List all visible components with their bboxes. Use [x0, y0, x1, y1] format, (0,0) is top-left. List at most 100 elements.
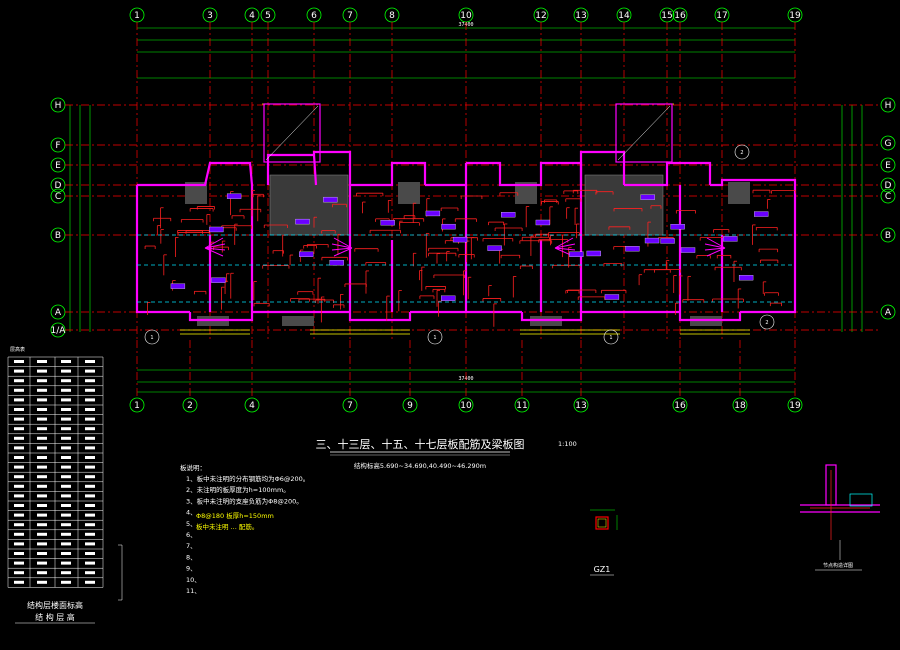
bottom-axis-bubble: 1	[129, 397, 145, 413]
top-axis-bubble: 16	[672, 7, 688, 23]
right-axis-bubble-label: D	[885, 181, 892, 191]
top-axis-bubble-label: 5	[265, 11, 271, 21]
bottom-axis-bubble-label: 9	[407, 401, 413, 411]
left-axis-bubble-label: D	[55, 181, 62, 191]
bottom-axis-bubble-label: 10	[460, 401, 472, 411]
right-axis-bubble-label: E	[885, 161, 891, 171]
bottom-axis-bubble: 7	[342, 397, 358, 413]
top-axis-bubble-label: 12	[535, 11, 546, 21]
svg-text:2: 2	[765, 320, 768, 326]
floor-height-table: 层高表 结构层楼面标高 结 构 层 高	[7, 346, 104, 624]
node-label: 节点构造详图	[823, 562, 853, 569]
drawing-title: 三、十三层、十五、十七层板配筋及梁板图	[316, 437, 525, 451]
right-axis-bubble: H	[880, 97, 896, 113]
bottom-axis-bubble: 16	[672, 397, 688, 413]
bottom-axis-bubble-label: 1	[134, 401, 140, 411]
notes-title: 板说明：	[180, 463, 206, 472]
top-axis-bubble-label: 16	[674, 11, 686, 21]
right-axis-bubble-label: B	[885, 231, 891, 241]
note-line-highlight: 板中未注明 ... 配筋。	[196, 522, 258, 531]
note-line: 3、板中未注明的支座负筋为Φ8@200。	[186, 496, 303, 505]
left-axis-bubble-label: E	[55, 161, 61, 171]
bottom-axis-bubble-label: 18	[734, 401, 746, 411]
left-axis-bubble-label: C	[55, 192, 61, 202]
note-line: 10、	[186, 576, 201, 584]
table-footer-1: 结构层楼面标高	[27, 600, 83, 610]
gz1-label: GZ1	[594, 565, 611, 574]
drawing-subtitle: 结构标高5.690~34.690,40.490~46.290m	[354, 461, 486, 470]
note-line: 5、	[186, 520, 197, 528]
top-axis-bubble: 10	[458, 7, 474, 23]
drawing-scale: 1:100	[558, 440, 577, 448]
note-line: 9、	[186, 565, 197, 573]
svg-text:1: 1	[150, 335, 153, 341]
note-line: 4、	[186, 509, 197, 517]
balconies-top	[263, 103, 673, 163]
bottom-axis-bubbles: 1 2 4 7 9 10 11 13 16 18 19	[129, 397, 803, 413]
note-line: 2、未注明的板厚度为h=100mm。	[186, 485, 290, 494]
bottom-axis-bubble-label: 11	[516, 401, 527, 411]
right-axis-bubble: D	[880, 177, 896, 193]
bottom-axis-bubble-label: 2	[187, 401, 193, 411]
svg-text:2: 2	[740, 150, 743, 156]
table-title: 层高表	[10, 346, 25, 353]
bottom-axis-bubble-label: 16	[674, 401, 686, 411]
right-axis-bubble: E	[880, 157, 896, 173]
top-axis-bubble-label: 17	[716, 11, 727, 21]
top-axis-bubble-label: 10	[460, 11, 472, 21]
top-axis-bubble-label: 13	[575, 11, 586, 21]
right-axis-bubble-label: H	[885, 101, 892, 111]
top-axis-bubble: 15	[659, 7, 675, 23]
callout-labels: 1 1 1 2 2	[150, 150, 768, 341]
balcony-diagonals	[265, 105, 671, 161]
bottom-axis-bubble: 4	[244, 397, 260, 413]
left-dimension-lines	[69, 105, 91, 332]
stair-fans	[204, 237, 726, 257]
bottom-axis-bubble: 13	[573, 397, 589, 413]
top-axis-bubble-label: 4	[249, 11, 255, 21]
note-line: 7、	[186, 542, 197, 550]
top-axis-bubble-label: 15	[661, 11, 672, 21]
left-axis-bubble-label: F	[55, 141, 60, 151]
floor-plan: 1 1 1 2 2	[135, 103, 797, 345]
top-axis-bubble-label: 3	[207, 11, 213, 21]
bottom-axis-bubble: 11	[514, 397, 530, 413]
top-axis-bubble-label: 14	[618, 11, 630, 21]
right-axis-bubble: G	[880, 135, 896, 151]
hatched-stair-core-left	[269, 174, 349, 236]
slab-rebars	[144, 189, 796, 327]
notes-block: 板说明： 1、板中未注明的分布钢筋均为Φ6@200。 2、未注明的板厚度为h=10…	[180, 463, 309, 595]
bottom-axis-bubble: 2	[182, 397, 198, 413]
left-axis-bubble-label: A	[55, 308, 62, 318]
node-detail: 节点构造详图	[800, 464, 880, 571]
top-axis-bubble-label: 8	[389, 11, 395, 21]
svg-text:1: 1	[609, 335, 612, 341]
top-axis-bubble-label: 1	[134, 11, 140, 21]
right-axis-bubble: B	[880, 227, 896, 243]
note-line: 6、	[186, 531, 197, 539]
beam-lines	[137, 234, 795, 303]
table-footer-2: 结 构 层 高	[35, 612, 75, 622]
bottom-axis-bubble: 9	[402, 397, 418, 413]
right-axis-bubble-label: C	[885, 192, 891, 202]
right-axis-bubble-label: A	[885, 308, 892, 318]
bottom-axis-bubble: 10	[458, 397, 474, 413]
left-axis-bubble-label: 1/A	[51, 326, 67, 336]
top-axis-bubble: 19	[787, 7, 803, 23]
bottom-axis-bubble: 19	[787, 397, 803, 413]
top-axis-bubble: 14	[616, 7, 632, 23]
top-axis-bubble: 17	[714, 7, 730, 23]
section-callouts	[144, 144, 775, 345]
note-line: 1、板中未注明的分布钢筋均为Φ6@200。	[186, 474, 309, 483]
top-axis-bubble-label: 6	[311, 11, 317, 21]
drawing-title-block: 三、十三层、十五、十七层板配筋及梁板图 1:100 结构标高5.690~34.6…	[316, 437, 577, 470]
note-line: 11、	[186, 587, 201, 595]
right-axis-bubble: C	[880, 188, 896, 204]
top-axis-bubble-label: 7	[347, 11, 353, 21]
right-dimension-lines	[841, 105, 863, 332]
svg-text:1: 1	[433, 335, 436, 341]
bottom-axis-bubble-label: 7	[347, 401, 353, 411]
note-line: 8、	[186, 553, 197, 561]
